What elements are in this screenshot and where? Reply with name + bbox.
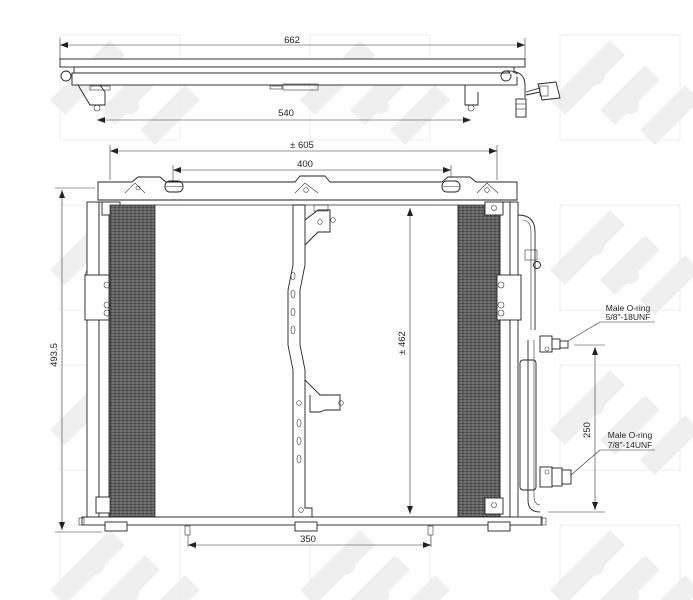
dim-493-5: 493.5: [49, 343, 60, 367]
port-upper-label-line2: 5/8"-18UNF: [606, 312, 651, 322]
right-core-fins: [457, 204, 501, 518]
dim-462: ± 462: [397, 331, 408, 355]
front-view: ± 605 400: [49, 140, 655, 548]
top-view: 662 540: [59, 35, 561, 123]
dim-250: 250: [582, 422, 593, 438]
dim-350: 350: [300, 534, 316, 545]
dim-662: 662: [284, 35, 300, 46]
left-core-fins: [109, 204, 156, 518]
port-lower-label-line2: 7/8"-14UNF: [608, 440, 653, 450]
port-lower-label-line1: Male O-ring: [608, 430, 653, 440]
port-upper-label-line1: Male O-ring: [606, 303, 651, 313]
dim-540: 540: [278, 108, 294, 119]
dim-400: 400: [297, 159, 313, 170]
dim-605: ± 605: [290, 140, 314, 151]
